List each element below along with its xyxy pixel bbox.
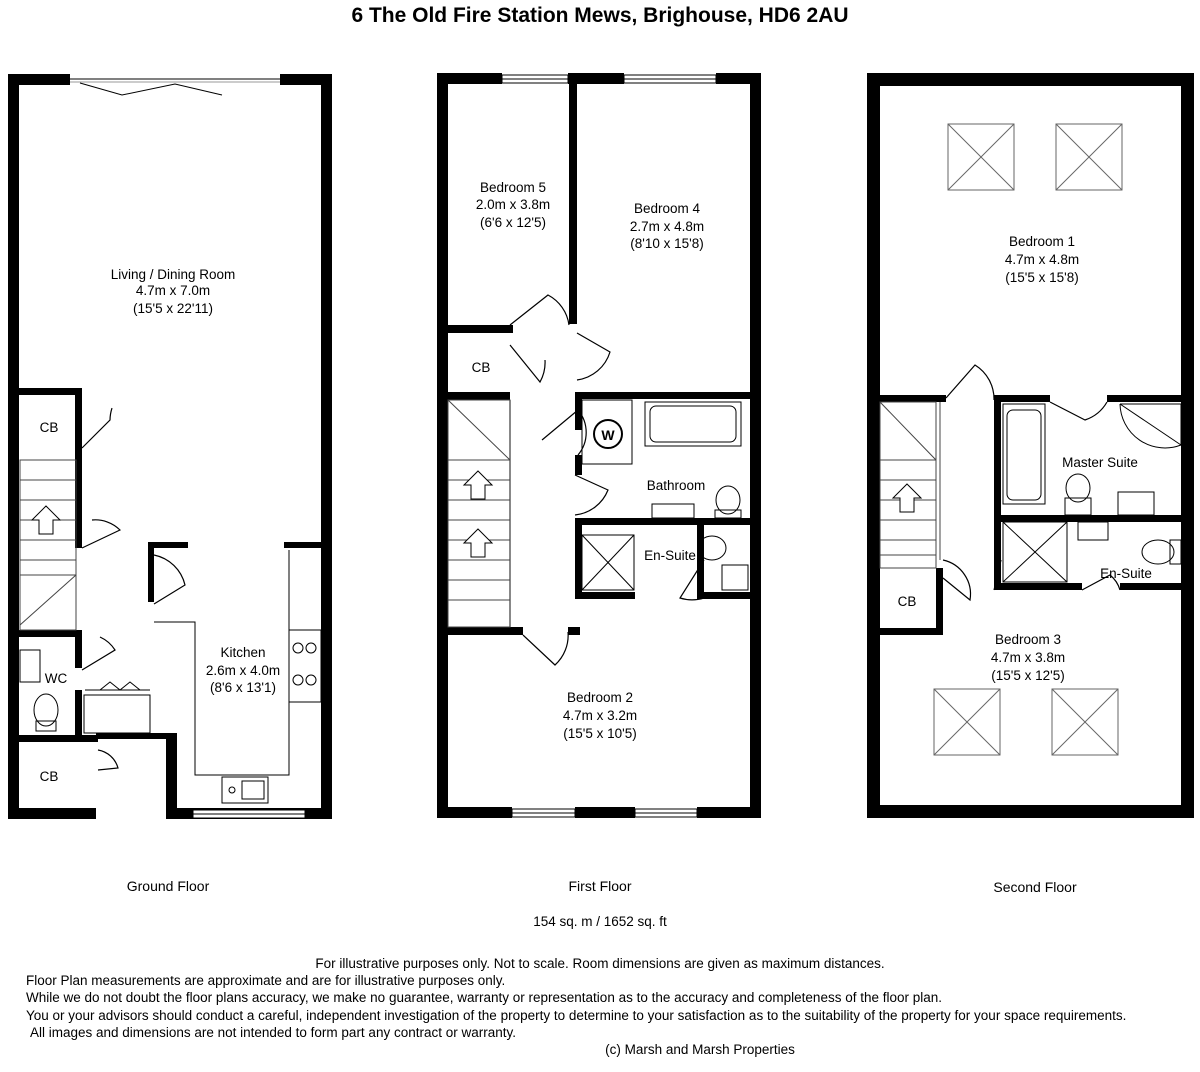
bed5-imperial: (6'6 x 12'5) [480, 215, 546, 230]
floor-plan-drawing: Living / Dining Room 4.7m x 7.0m (15'5 x… [8, 73, 1194, 819]
bed2-name: Bedroom 2 [567, 690, 633, 705]
first-ensuite-name: En-Suite [644, 548, 696, 563]
copyright: (c) Marsh and Marsh Properties [605, 1042, 795, 1057]
ground-cb-1: CB [40, 420, 59, 435]
bed4-imperial: (8'10 x 15'8) [630, 236, 703, 251]
second-cb: CB [898, 594, 917, 609]
bed5-metric: 2.0m x 3.8m [476, 197, 550, 212]
ground-floor-label: Ground Floor [126, 878, 210, 894]
wc-name: WC [45, 671, 68, 686]
first-floor [437, 73, 761, 818]
living-metric: 4.7m x 7.0m [136, 283, 210, 298]
master-suite-name: Master Suite [1062, 455, 1138, 470]
kitchen-imperial: (8'6 x 13'1) [210, 680, 276, 695]
living-imperial: (15'5 x 22'11) [133, 301, 213, 316]
total-area: 154 sq. m / 1652 sq. ft [533, 914, 667, 929]
bed1-imperial: (15'5 x 15'8) [1005, 270, 1078, 285]
first-floor-label: First Floor [568, 878, 632, 894]
bed3-metric: 4.7m x 3.8m [991, 650, 1065, 665]
disclaimer-line-4: You or your advisors should conduct a ca… [26, 1008, 1127, 1023]
disclaimer-line-3: While we do not doubt the floor plans ac… [26, 990, 943, 1005]
first-cb: CB [472, 360, 491, 375]
plan-title: 6 The Old Fire Station Mews, Brighouse, … [351, 4, 849, 27]
kitchen-name: Kitchen [220, 645, 265, 660]
second-floor [867, 73, 1194, 818]
ground-walls [8, 74, 332, 819]
bed2-metric: 4.7m x 3.2m [563, 708, 637, 723]
boiler-symbol: W [601, 427, 615, 443]
disclaimer-line-5: All images and dimensions are not intend… [30, 1025, 516, 1040]
ground-cb-2: CB [40, 769, 59, 784]
second-ensuite-name: En-Suite [1100, 566, 1152, 581]
ground-floor [8, 74, 332, 819]
bed1-name: Bedroom 1 [1009, 234, 1075, 249]
second-floor-label: Second Floor [993, 879, 1077, 895]
bed4-name: Bedroom 4 [634, 201, 701, 216]
bed5-name: Bedroom 5 [480, 180, 546, 195]
bathroom-name: Bathroom [647, 478, 706, 493]
kitchen-metric: 2.6m x 4.0m [206, 663, 280, 678]
disclaimer-line-2: Floor Plan measurements are approximate … [26, 973, 506, 988]
bed4-metric: 2.7m x 4.8m [630, 219, 704, 234]
bed3-imperial: (15'5 x 12'5) [991, 668, 1064, 683]
bed2-imperial: (15'5 x 10'5) [563, 726, 636, 741]
disclaimer-line-1: For illustrative purposes only. Not to s… [315, 956, 885, 971]
bed3-name: Bedroom 3 [995, 632, 1061, 647]
bed1-metric: 4.7m x 4.8m [1005, 252, 1079, 267]
living-name: Living / Dining Room [111, 267, 236, 282]
